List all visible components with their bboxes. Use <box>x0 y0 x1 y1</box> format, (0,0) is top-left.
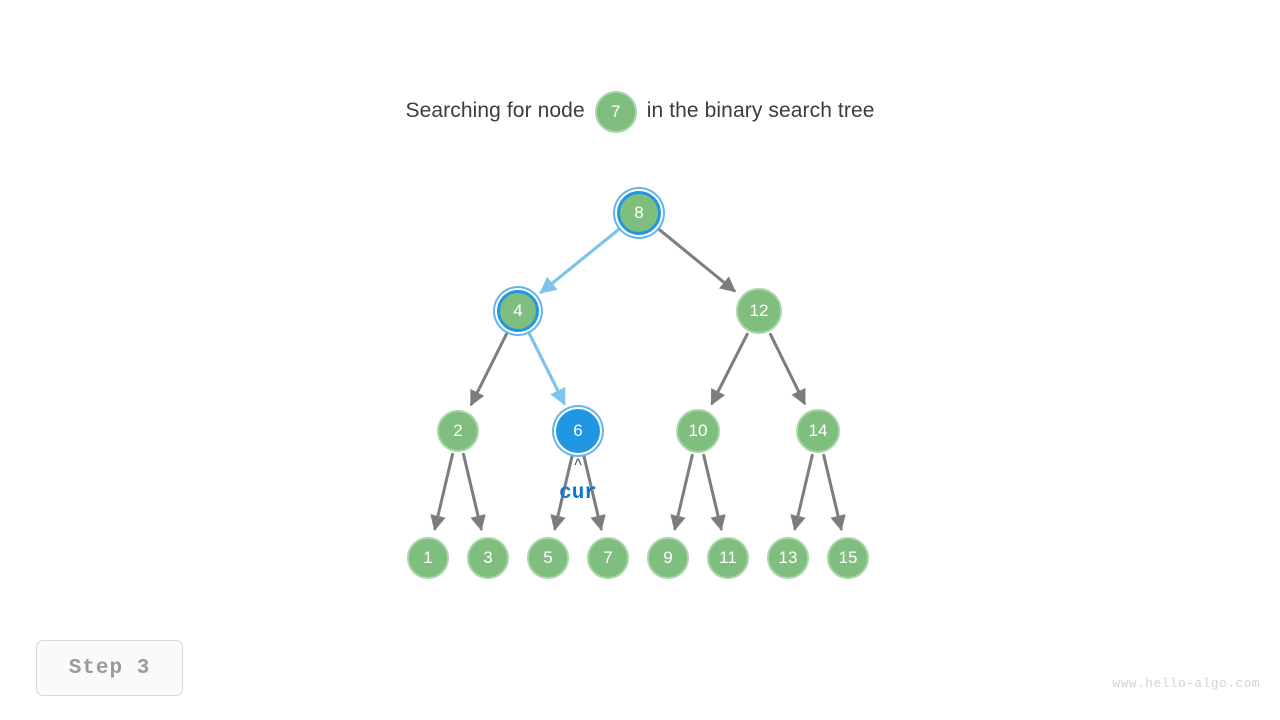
tree-node-15[interactable]: 15 <box>827 537 869 579</box>
target-node-badge: 7 <box>594 91 637 133</box>
tree-node-11[interactable]: 11 <box>707 537 749 579</box>
tree-node-5[interactable]: 5 <box>527 537 569 579</box>
tree-edge <box>656 227 737 293</box>
step-badge: Step 3 <box>36 640 183 696</box>
cur-pointer-label: cur <box>559 482 597 505</box>
tree-edge <box>527 330 566 406</box>
tree-node-2[interactable]: 2 <box>437 410 479 452</box>
page-title-suffix: in the binary search tree <box>646 99 875 122</box>
tree-node-10[interactable]: 10 <box>676 409 720 453</box>
tree-edge <box>790 453 814 532</box>
tree-node-7[interactable]: 7 <box>587 537 629 579</box>
tree-node-1[interactable]: 1 <box>407 537 449 579</box>
tree-edge <box>462 452 486 532</box>
cur-pointer: ^ cur <box>540 456 616 507</box>
tree-edge <box>469 330 509 407</box>
tree-node-12[interactable]: 12 <box>736 288 782 334</box>
tree-edge <box>822 453 846 532</box>
tree-node-6[interactable]: 6 <box>556 409 600 453</box>
tree-edge <box>670 453 694 532</box>
tree-edge <box>768 332 806 406</box>
page-title: Searching for node 7 in the binary searc… <box>0 88 1280 134</box>
cur-caret-icon: ^ <box>573 456 583 473</box>
tree-node-8[interactable]: 8 <box>617 191 661 235</box>
tree-edge <box>702 453 726 532</box>
tree-node-3[interactable]: 3 <box>467 537 509 579</box>
tree-node-13[interactable]: 13 <box>767 537 809 579</box>
tree-edge <box>430 452 454 532</box>
tree-edge <box>539 227 622 294</box>
step-badge-label: Step 3 <box>68 656 151 680</box>
tree-edge <box>710 332 749 406</box>
page-title-prefix: Searching for node <box>405 99 585 122</box>
watermark: www.hello-algo.com <box>1112 676 1260 691</box>
tree-node-9[interactable]: 9 <box>647 537 689 579</box>
tree-node-14[interactable]: 14 <box>796 409 840 453</box>
tree-node-4[interactable]: 4 <box>497 290 539 332</box>
